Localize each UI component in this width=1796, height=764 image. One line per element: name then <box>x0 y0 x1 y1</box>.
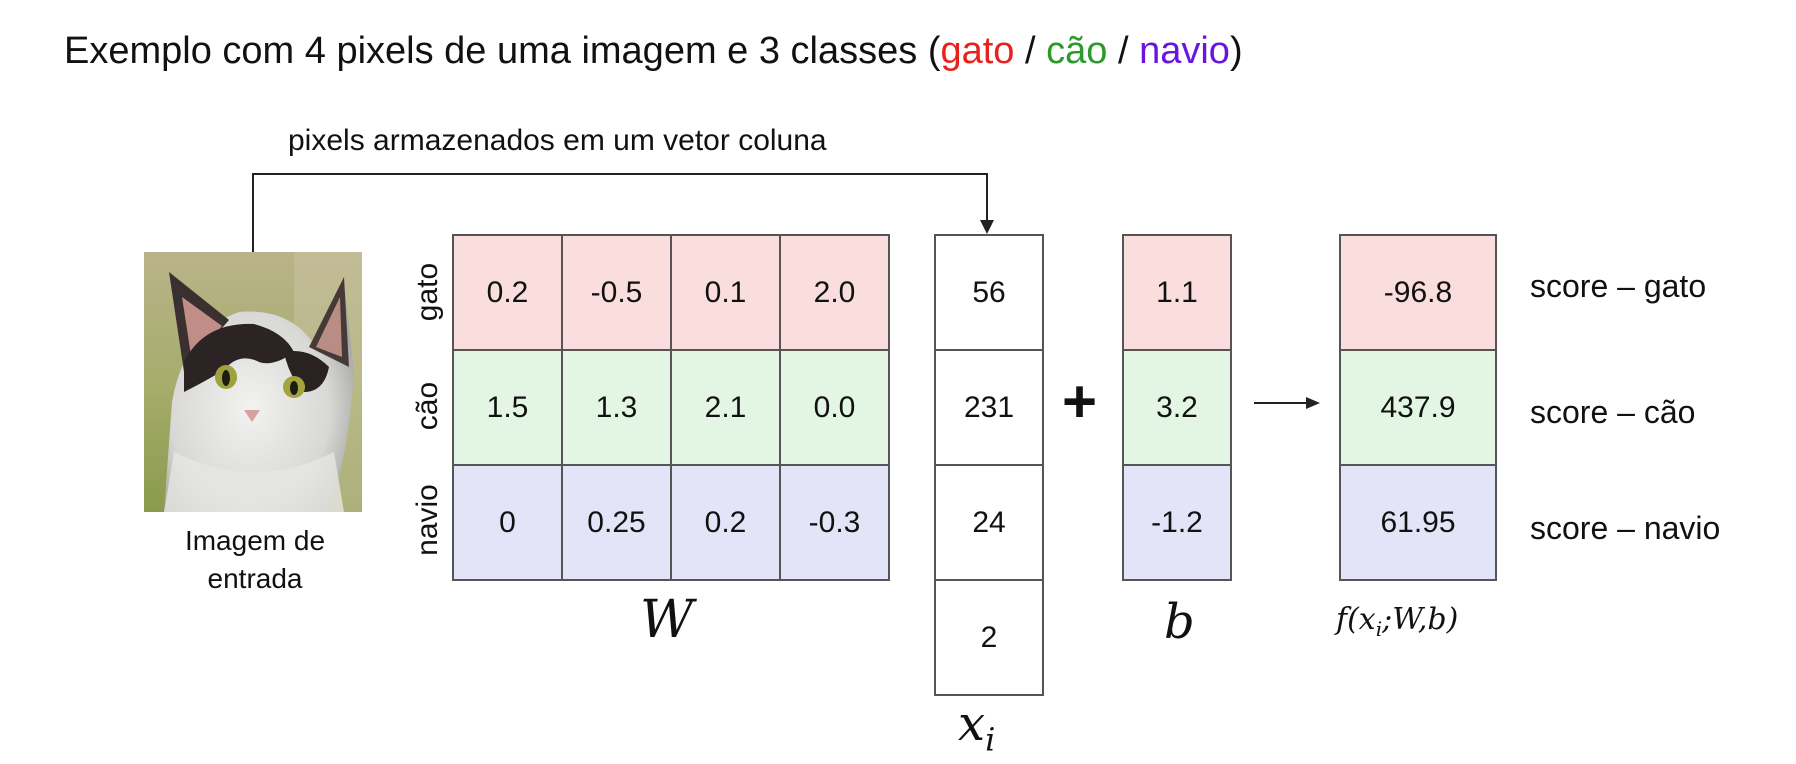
pixel-value-cell: 231 <box>934 349 1044 466</box>
title-class-cao: cão <box>1046 30 1108 72</box>
score-function-label-sub: i <box>1375 617 1383 641</box>
input-image-caption: Imagem de entrada <box>150 522 360 598</box>
title-separator-1: / <box>1014 30 1047 72</box>
weight-cell: -0.3 <box>779 464 890 581</box>
caption-line-2: entrada <box>207 563 303 594</box>
score-label-navio: score – navio <box>1530 510 1721 546</box>
pixel-value-cell: 24 <box>934 464 1044 581</box>
score-function-label-rest: ;W,b) <box>1382 602 1459 637</box>
weight-cell: 1.5 <box>452 349 563 466</box>
weight-matrix: 0.2 -0.5 0.1 2.0 1.5 1.3 2.1 0.0 0 0.25 … <box>452 234 890 581</box>
row-label-cao: cão <box>411 381 444 431</box>
weight-cell: 0.25 <box>561 464 672 581</box>
title-prefix: Exemplo com 4 pixels de uma imagem e 3 c… <box>64 30 941 72</box>
pixel-vector: 56 231 24 2 <box>934 234 1044 696</box>
plus-operator: + <box>1062 368 1098 435</box>
score-vector: -96.8 437.9 61.95 <box>1339 234 1497 581</box>
weight-cell: 0.0 <box>779 349 890 466</box>
score-function-label: f(xi;W,b) <box>1336 602 1458 641</box>
caption-line-1: Imagem de <box>184 525 326 556</box>
weight-cell: 0.2 <box>670 464 781 581</box>
result-arrow-icon <box>1254 397 1320 409</box>
weight-cell: 2.0 <box>779 234 890 351</box>
row-label-navio: navio <box>411 484 444 556</box>
pixel-value-cell: 2 <box>934 579 1044 696</box>
weight-matrix-label: W <box>640 590 694 650</box>
title-suffix: ) <box>1229 30 1243 72</box>
bias-cell: -1.2 <box>1122 464 1232 581</box>
score-value-cell: -96.8 <box>1339 234 1497 351</box>
bias-cell: 1.1 <box>1122 234 1232 351</box>
bias-vector: 1.1 3.2 -1.2 <box>1122 234 1232 581</box>
score-function-label-f: f(x <box>1336 602 1376 637</box>
weight-cell: -0.5 <box>561 234 672 351</box>
slide-title: Exemplo com 4 pixels de uma imagem e 3 c… <box>64 30 1243 73</box>
score-label-gato: score – gato <box>1530 268 1707 304</box>
score-value-cell: 61.95 <box>1339 464 1497 581</box>
weight-row-gato: 0.2 -0.5 0.1 2.0 <box>452 234 890 351</box>
pixel-value-cell: 56 <box>934 234 1044 351</box>
weight-cell: 2.1 <box>670 349 781 466</box>
weight-row-cao: 1.5 1.3 2.1 0.0 <box>452 349 890 466</box>
bias-cell: 3.2 <box>1122 349 1232 466</box>
pixel-vector-label-base: x <box>958 696 986 752</box>
bias-vector-label: b <box>1164 594 1195 650</box>
input-cat-image <box>144 252 362 512</box>
title-class-navio: navio <box>1139 30 1230 72</box>
weight-row-navio: 0 0.25 0.2 -0.3 <box>452 464 890 581</box>
weight-cell: 0.2 <box>452 234 563 351</box>
pixel-vector-label-sub: i <box>985 720 996 759</box>
score-label-cao: score – cão <box>1530 394 1696 430</box>
weight-cell: 0 <box>452 464 563 581</box>
row-label-gato: gato <box>411 262 444 322</box>
title-class-gato: gato <box>940 30 1015 72</box>
score-value-cell: 437.9 <box>1339 349 1497 466</box>
pixel-vector-label: xi <box>958 696 995 759</box>
weight-cell: 1.3 <box>561 349 672 466</box>
weight-cell: 0.1 <box>670 234 781 351</box>
vector-annotation: pixels armazenados em um vetor coluna <box>288 124 827 157</box>
title-separator-2: / <box>1107 30 1140 72</box>
